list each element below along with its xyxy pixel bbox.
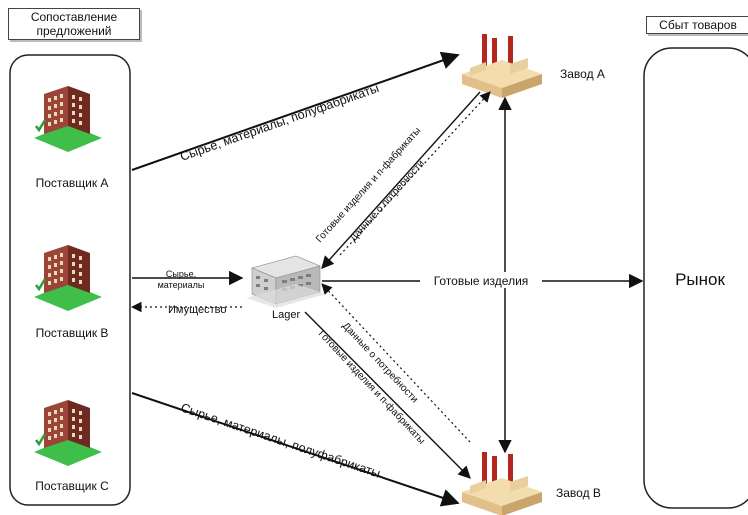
warehouse-icon [246, 255, 326, 308]
factory-b-label: Завод B [556, 486, 601, 500]
edge-supplier-a-to-factory-a [131, 51, 460, 171]
edge-warehouse-to-factory-b [304, 311, 471, 479]
edge-label-to-market: Готовые изделия [434, 274, 529, 288]
factory-a-icon [462, 34, 542, 98]
supplier-b-label: Поставщик B [36, 326, 109, 340]
edge-label-supplier-b-line1: Сырье, [166, 269, 196, 279]
edge-factory-a-to-warehouse [321, 91, 481, 269]
supplier-c-label: Поставщик C [35, 479, 109, 493]
warehouse-label: Lager [272, 309, 300, 321]
supplier-a-label: Поставщик A [36, 176, 109, 190]
factory-b-icon [462, 452, 542, 515]
edge-label-supplier-b-line2: материалы [158, 280, 205, 290]
suppliers-header: Сопоставление предложений [8, 8, 140, 40]
factory-a-label: Завод A [560, 67, 605, 81]
suppliers-header-line1: Сопоставление [30, 10, 118, 24]
edge-supplier-c-to-factory-b [131, 392, 460, 507]
market-panel [643, 47, 748, 509]
edge-factory-b-demand-to-warehouse [321, 283, 471, 443]
market-label: Рынок [675, 270, 725, 289]
edge-label-property: Имущество [168, 304, 227, 316]
suppliers-header-line2: предложений [36, 24, 112, 38]
edge-warehouse-demand-to-factory-a [339, 91, 491, 256]
market-header: Сбыт товаров [646, 16, 748, 34]
edge-label-supplier-a: Сырье, материалы, полуфабрикаты [178, 81, 380, 164]
edge-label-supplier-c: Сырье, материалы, полуфабрикаты [179, 401, 382, 481]
